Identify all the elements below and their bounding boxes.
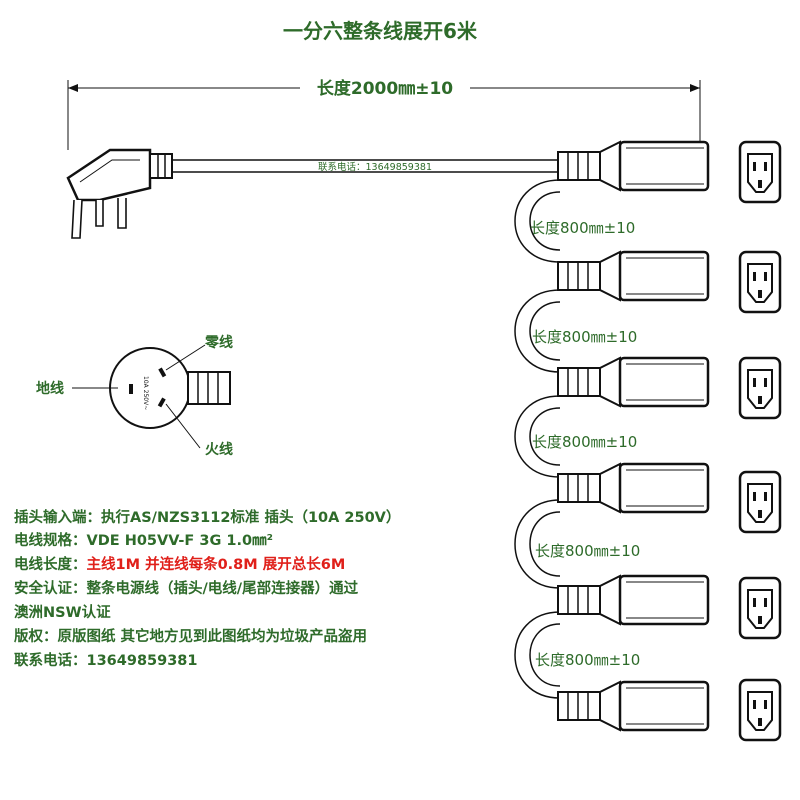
branch-length-label: 长度800㎜±10 [532, 433, 637, 451]
au-plug-icon [66, 148, 173, 239]
spec-input-standard: 插头输入端：执行AS/NZS3112标准 插头（10A 250V） [14, 510, 401, 526]
branch-length-label: 长度800㎜±10 [530, 219, 635, 237]
live-pin-slot [157, 397, 166, 408]
c13-face-icon [738, 678, 782, 742]
c13-face-icon [738, 576, 782, 640]
branch-length-label: 长度800㎜±10 [535, 542, 640, 560]
spec-cable-type: 电线规格：VDE H05VV-F 3G 1.0㎜² [14, 533, 273, 549]
c13-connector-icon [556, 250, 710, 302]
spec-certification: 安全认证：整条电源线（插头/电线/尾部连接器）通过 [14, 581, 359, 597]
branch-length-label: 长度800㎜±10 [535, 651, 640, 669]
branch-cables [514, 179, 561, 699]
c13-connector-icon [556, 462, 710, 514]
c13-face-icon [738, 470, 782, 534]
c13-connector-icon [556, 356, 710, 408]
c13-connector-icon [556, 574, 710, 626]
c13-face-icon [738, 250, 782, 314]
spec-cable-length-label: 电线长度： [14, 557, 87, 573]
c13-connector-icon [556, 680, 710, 732]
dim-arrow-left-icon [68, 84, 78, 92]
neutral-pin-slot [158, 367, 167, 378]
plug-face-detail: 10A 250V~ [109, 347, 231, 429]
spec-copyright: 版权：原版图纸 其它地方见到此图纸均为垃圾产品盗用 [14, 629, 368, 645]
neutral-label: 零线 [204, 334, 233, 351]
diagram-title: 一分六整条线展开6米 [283, 19, 478, 43]
live-label: 火线 [205, 441, 233, 458]
live-leader [165, 403, 201, 449]
c13-face-icon [738, 140, 782, 204]
neutral-leader [165, 344, 206, 371]
earth-label: 地线 [36, 380, 64, 397]
spec-contact-phone: 联系电话：13649859381 [14, 653, 198, 669]
main-length-label: 长度2000㎜±10 [317, 78, 453, 99]
spec-certification-cont: 澳洲NSW认证 [14, 605, 111, 621]
branch-length-label: 长度800㎜±10 [532, 328, 637, 346]
spec-cable-length: 电线长度：主线1M 并连线每条0.8M 展开总长6M [14, 556, 345, 574]
plug-rating-text: 10A 250V~ [142, 376, 149, 410]
dim-arrow-right-icon [690, 84, 700, 92]
cord-phone-label: 联系电话：13649859381 [318, 161, 432, 173]
earth-pin-slot [129, 384, 133, 394]
c13-connector-icon [556, 140, 710, 192]
spec-cable-length-value: 主线1M 并连线每条0.8M 展开总长6M [86, 557, 346, 573]
c13-face-icon [738, 356, 782, 420]
